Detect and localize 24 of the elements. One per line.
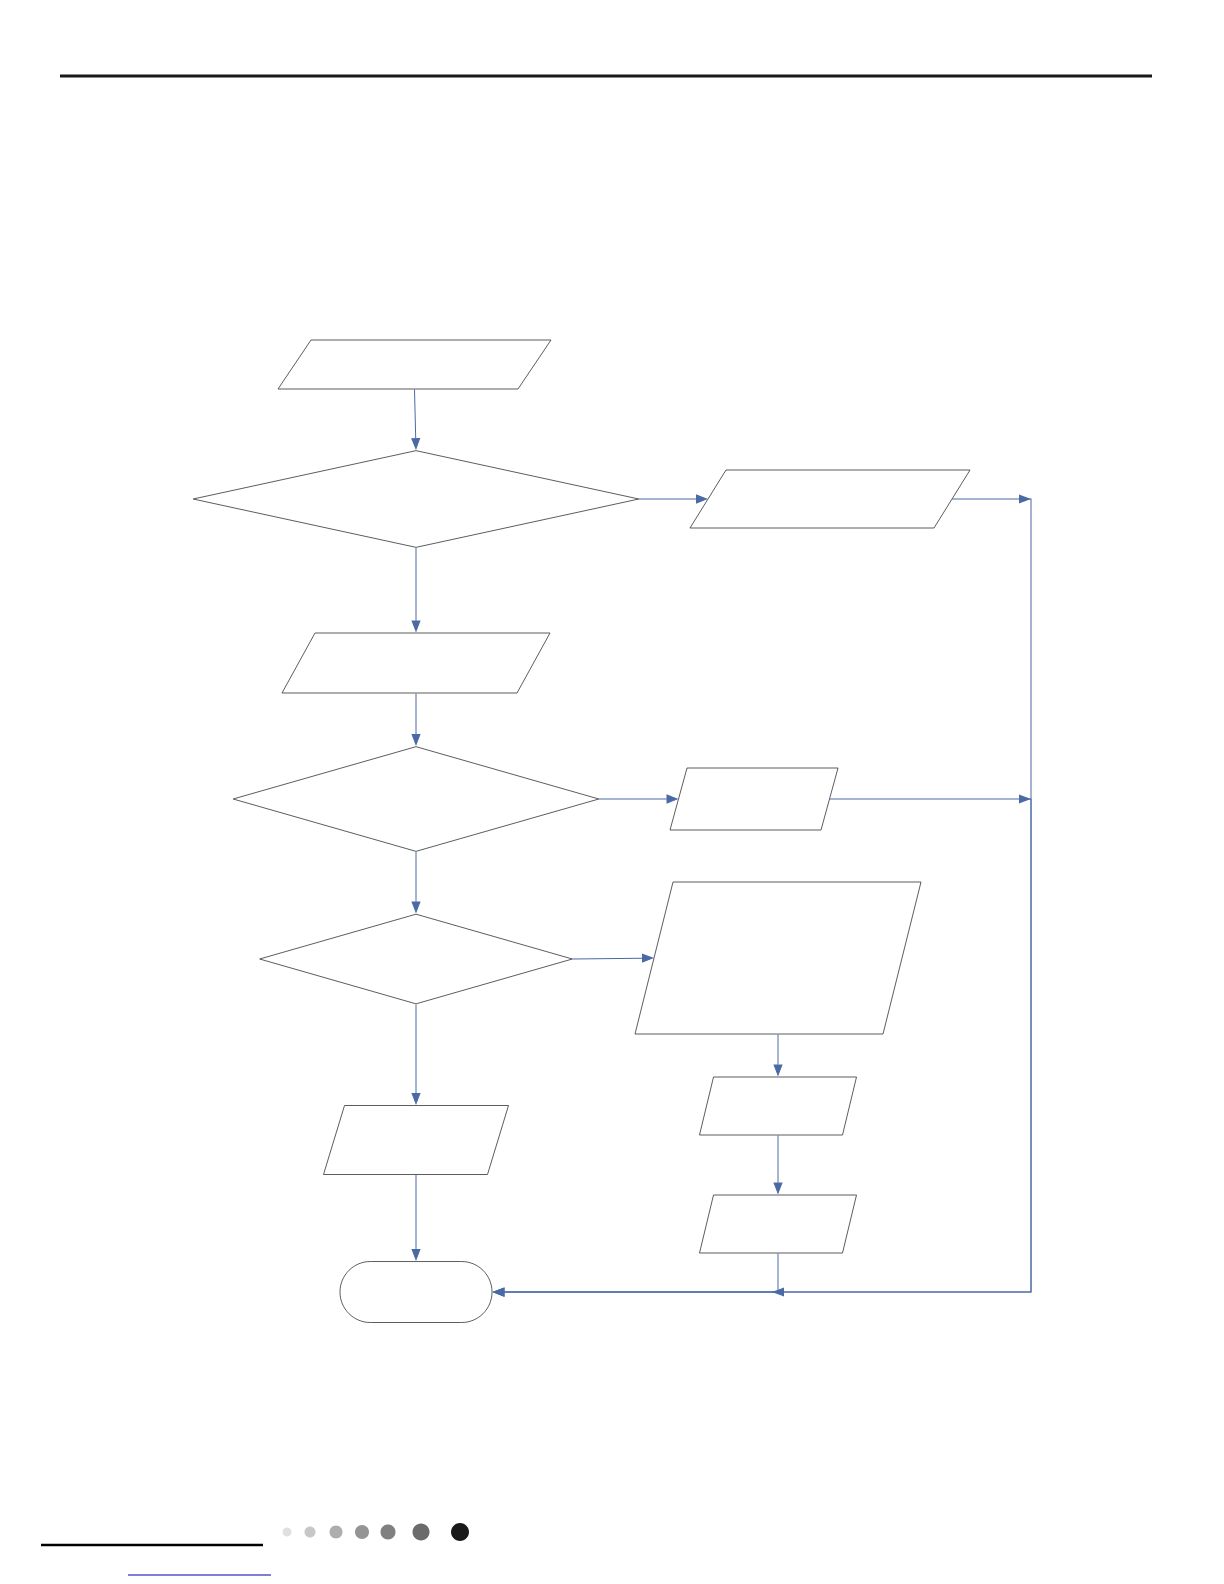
io-box — [699, 1194, 857, 1254]
arrow — [572, 953, 654, 963]
arrow — [773, 1033, 783, 1076]
io-box — [669, 767, 839, 831]
terminator-shape — [339, 1261, 493, 1323]
io-box — [277, 339, 552, 390]
io-box — [323, 1105, 509, 1175]
arrow — [411, 388, 421, 450]
arrow — [638, 494, 708, 504]
io-box — [689, 469, 971, 529]
arrow — [598, 794, 678, 804]
decision-diamond — [192, 450, 640, 548]
arrow — [411, 1003, 421, 1105]
arrow — [411, 547, 421, 632]
io-box — [634, 881, 922, 1035]
decision-diamond — [232, 746, 600, 852]
arrow — [411, 692, 421, 746]
arrow — [773, 1134, 783, 1194]
io-box — [281, 632, 551, 694]
decision-diamond — [259, 913, 573, 1005]
io-box — [699, 1076, 857, 1136]
arrow — [493, 1252, 784, 1297]
arrow — [411, 851, 421, 913]
arrow — [411, 1174, 421, 1261]
